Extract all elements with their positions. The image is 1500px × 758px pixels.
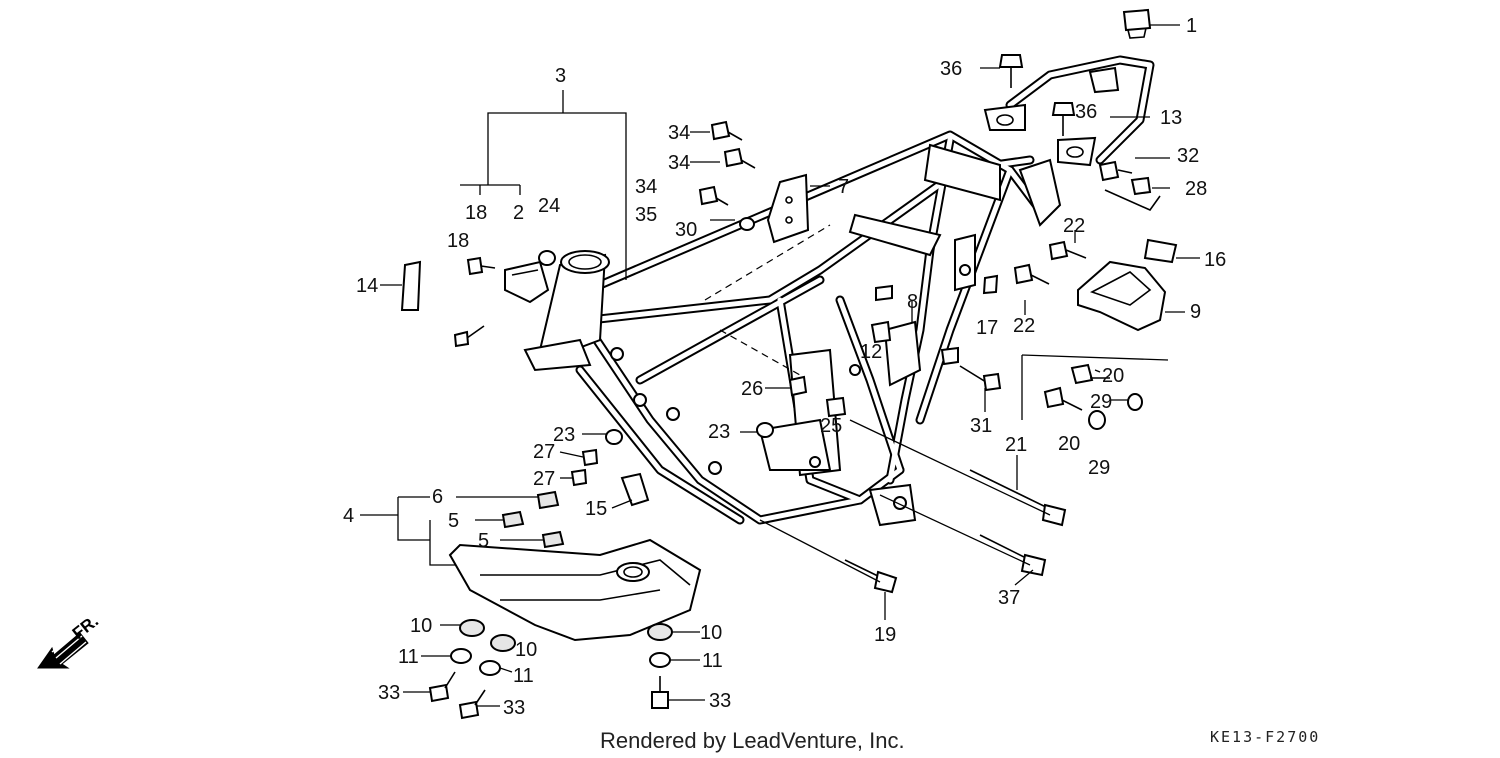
callout-1: 1 bbox=[1186, 15, 1197, 37]
callout-25: 25 bbox=[820, 415, 842, 437]
callout-29b: 29 bbox=[1088, 457, 1110, 479]
callout-27b: 27 bbox=[533, 468, 555, 490]
part-32-28-fasteners bbox=[1098, 160, 1161, 211]
part-1-cap bbox=[1122, 8, 1152, 39]
callout-18a: 18 bbox=[465, 202, 487, 224]
callout-13: 13 bbox=[1160, 107, 1182, 129]
callout-36a: 36 bbox=[940, 58, 962, 80]
callout-33c: 33 bbox=[709, 690, 731, 712]
callout-9: 9 bbox=[1190, 301, 1201, 323]
callout-31: 31 bbox=[970, 415, 992, 437]
long-bolts bbox=[759, 419, 1067, 594]
part-7-bracket-set bbox=[698, 120, 810, 244]
part-16-label bbox=[1143, 238, 1178, 264]
callout-22b: 22 bbox=[1013, 315, 1035, 337]
callout-12: 12 bbox=[860, 341, 882, 363]
part-31-bolt bbox=[940, 346, 1002, 392]
part-17-tag bbox=[982, 274, 999, 295]
callout-5b: 5 bbox=[478, 530, 489, 552]
callout-35: 35 bbox=[635, 204, 657, 226]
part-9-cover bbox=[1077, 260, 1167, 332]
callout-14: 14 bbox=[356, 275, 378, 297]
frame-body bbox=[523, 130, 1062, 527]
part-5-6-nuts bbox=[501, 490, 565, 549]
callout-10c: 10 bbox=[700, 622, 722, 644]
callout-15: 15 bbox=[585, 498, 607, 520]
callout-26: 26 bbox=[741, 378, 763, 400]
callout-11a: 11 bbox=[398, 646, 419, 668]
callout-24: 24 bbox=[538, 195, 560, 217]
callout-6: 6 bbox=[432, 486, 443, 508]
callout-4: 4 bbox=[343, 505, 354, 527]
part-13-rear-subframe bbox=[983, 55, 1155, 167]
callout-20a: 20 bbox=[1102, 365, 1124, 387]
callout-34a: 34 bbox=[668, 122, 690, 144]
callout-11c: 11 bbox=[702, 650, 723, 672]
callout-23b: 23 bbox=[553, 424, 575, 446]
callout-28: 28 bbox=[1185, 178, 1207, 200]
callout-37: 37 bbox=[998, 587, 1020, 609]
front-direction-marker: FR. bbox=[37, 611, 102, 669]
callout-34b: 34 bbox=[668, 152, 690, 174]
callout-8: 8 bbox=[907, 291, 918, 313]
callout-7: 7 bbox=[838, 176, 849, 198]
callout-34c: 34 bbox=[635, 176, 657, 198]
callout-19: 19 bbox=[874, 624, 896, 646]
part-22-bolts bbox=[1013, 240, 1087, 285]
diagram-code: KE13-F2700 bbox=[1210, 728, 1320, 746]
callout-10b: 10 bbox=[515, 639, 537, 661]
callout-17: 17 bbox=[976, 317, 998, 339]
pivot-hardware bbox=[605, 375, 847, 445]
footer-credit: Rendered by LeadVenture, Inc. bbox=[600, 728, 905, 753]
part-8-12-bracket bbox=[870, 284, 922, 387]
part-27-bolts bbox=[570, 448, 599, 487]
part-15-bracket bbox=[620, 472, 650, 507]
callout-29a: 29 bbox=[1090, 391, 1112, 413]
callout-11b: 11 bbox=[513, 665, 534, 687]
leader-lines bbox=[360, 24, 1200, 707]
callout-20b: 20 bbox=[1058, 433, 1080, 455]
callout-32: 32 bbox=[1177, 145, 1199, 167]
callout-16: 16 bbox=[1204, 249, 1226, 271]
callout-23a: 23 bbox=[708, 421, 730, 443]
callout-5a: 5 bbox=[448, 510, 459, 532]
skid-mount-hardware bbox=[428, 619, 673, 720]
callout-30: 30 bbox=[675, 219, 697, 241]
callout-33a: 33 bbox=[378, 682, 400, 704]
callout-labels: 1 36 36 13 32 28 3 34 34 34 35 30 7 18 2… bbox=[343, 15, 1226, 719]
callout-36b: 36 bbox=[1075, 101, 1097, 123]
callout-27a: 27 bbox=[533, 441, 555, 463]
part-36-bolts bbox=[998, 54, 1076, 136]
callout-22a: 22 bbox=[1063, 215, 1085, 237]
callout-18b: 18 bbox=[447, 230, 469, 252]
callout-10a: 10 bbox=[410, 615, 432, 637]
callout-33b: 33 bbox=[503, 697, 525, 719]
part-20-29-bolts-washers bbox=[1021, 354, 1169, 430]
head-area-parts bbox=[400, 250, 556, 348]
callout-21: 21 bbox=[1005, 434, 1027, 456]
callout-2: 2 bbox=[513, 202, 524, 224]
part-4-skid-plate bbox=[448, 538, 702, 642]
callout-3: 3 bbox=[555, 65, 566, 87]
